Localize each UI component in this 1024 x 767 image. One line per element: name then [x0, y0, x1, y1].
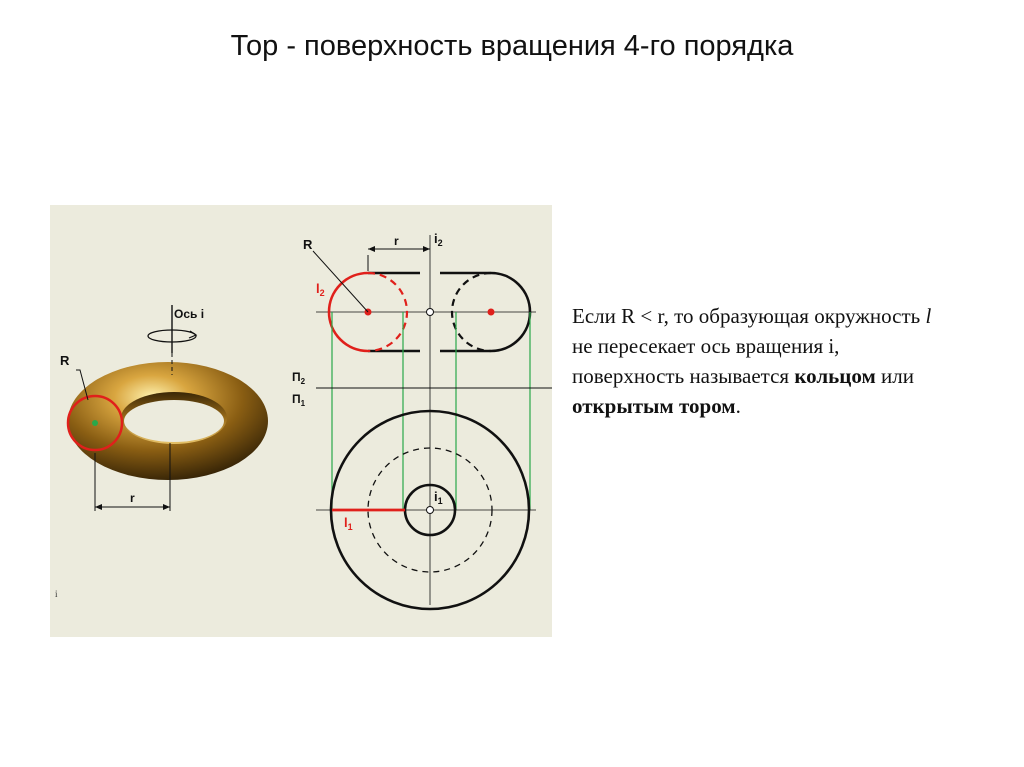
corner-mark: i: [55, 589, 58, 599]
axis-label: Ось i: [174, 307, 204, 321]
description-text: Если R < r, то образующая окружность l н…: [572, 301, 952, 421]
outer-circle: [329, 409, 531, 611]
l1-label: l1: [344, 515, 353, 532]
torus-figure: Ось i R r i: [50, 205, 552, 637]
slide-title: Тор - поверхность вращения 4-го порядка: [230, 30, 794, 62]
desc-l-italic: l: [925, 304, 932, 328]
generatrix-center: [92, 420, 98, 426]
i2-label: i2: [434, 231, 443, 248]
top-view: i1 l1: [316, 409, 536, 611]
torus-3d: [68, 362, 268, 480]
P2-label: П2: [292, 370, 306, 386]
center-circle: [367, 447, 493, 573]
torus-R-label: R: [60, 353, 70, 368]
projection-lines: [331, 312, 531, 510]
desc-part-2: не пересекает ось вращения i, поверхност…: [572, 334, 840, 388]
torus-r-label: r: [130, 491, 135, 505]
generatrix-circle: [66, 394, 124, 452]
desc-part-1: Если R < r, то образующая окружность: [572, 304, 926, 328]
desc-part-3: или: [875, 364, 915, 388]
rotation-arrowhead: [188, 330, 198, 339]
desc-bold-ring: кольцом: [794, 364, 876, 388]
torus-hole: [124, 400, 224, 442]
torus-illustration: Ось i R r i: [55, 231, 552, 611]
torus-generatrix: R: [60, 353, 124, 452]
generatrix-front: [327, 271, 369, 353]
desc-part-4: .: [735, 394, 741, 418]
front-R-label: R: [303, 237, 313, 252]
P1-label: П1: [292, 392, 306, 408]
plane-separator: П2 П1: [292, 370, 552, 408]
l2-label: l2: [316, 281, 325, 298]
torus-r-dimension: r: [94, 443, 171, 511]
front-r-label: r: [394, 234, 399, 248]
front-view: R r i2 l2: [303, 231, 536, 605]
rotation-arrow: [147, 329, 197, 343]
torus-axis: Ось i: [147, 305, 204, 375]
desc-bold-open-torus: открытым тором: [572, 394, 736, 418]
i1-label: i1: [434, 489, 443, 506]
R-leader: [76, 369, 89, 401]
